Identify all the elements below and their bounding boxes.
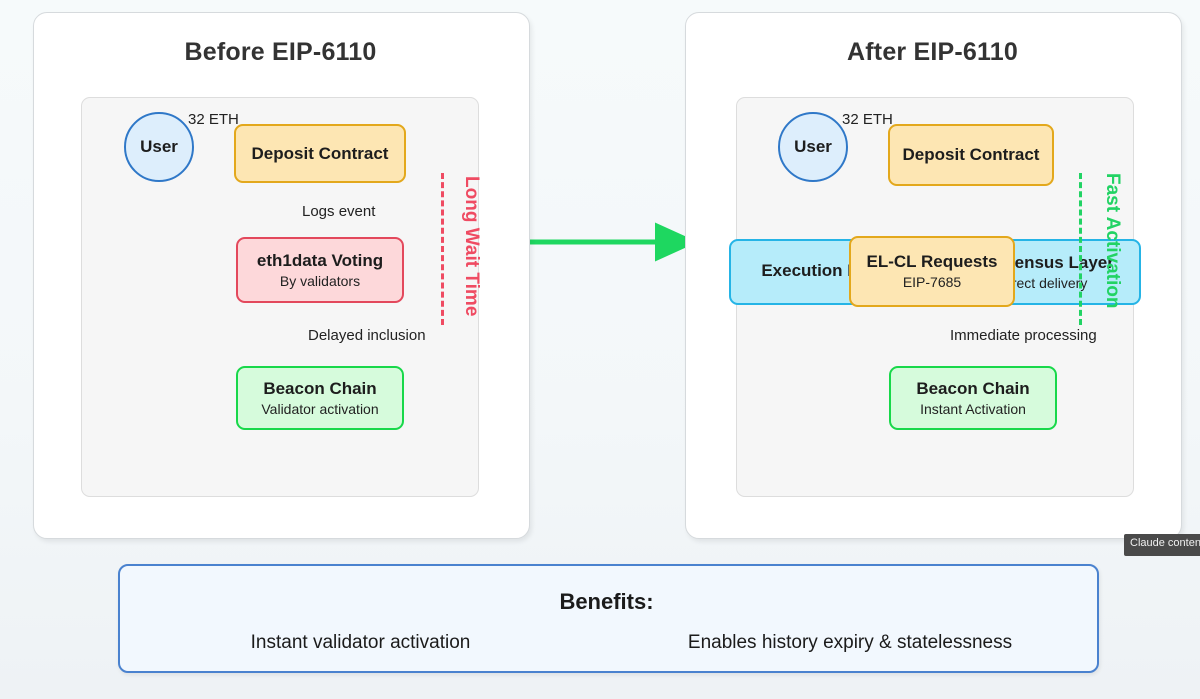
edge-label-logs-event: Logs event [302, 203, 376, 220]
edge-label-delayed-inclusion: Delayed inclusion [308, 327, 426, 344]
panel-before-title: Before EIP-6110 [184, 38, 377, 66]
deposit-contract-right-title: Deposit Contract [902, 145, 1040, 165]
consensus-layer-subtitle: Direct delivery [998, 274, 1088, 291]
benefits-title: Benefits: [559, 589, 654, 614]
el-cl-requests-title: EL-CL Requests [866, 252, 998, 272]
beacon-chain-right-title: Beacon Chain [916, 378, 1030, 398]
beacon-chain-left-subtitle: Validator activation [261, 400, 379, 417]
long-wait-time-annotation: Long Wait Time [461, 176, 482, 317]
fast-activation-annotation: Fast Activation [1102, 173, 1123, 309]
deposit-contract-node-left[interactable]: Deposit Contract [234, 124, 406, 183]
user-node-right-label: User [794, 137, 832, 156]
beacon-chain-left-title: Beacon Chain [263, 378, 377, 398]
benefits-box [118, 564, 1099, 673]
deposit-amount-label-right: 32 ETH [842, 111, 893, 128]
el-cl-requests-node[interactable]: EL-CL Requests EIP-7685 [849, 236, 1015, 307]
panel-after-title: After EIP-6110 [847, 38, 1018, 66]
el-cl-requests-subtitle: EIP-7685 [902, 274, 962, 291]
user-node-left-label: User [140, 137, 178, 156]
user-node-right[interactable]: User [778, 112, 848, 182]
deposit-amount-label-left: 32 ETH [188, 111, 239, 128]
deposit-contract-left-title: Deposit Contract [251, 143, 389, 163]
eth1data-voting-node[interactable]: eth1data Voting By validators [236, 237, 404, 303]
benefit-item-2: Enables history expiry & statelessness [687, 632, 1013, 653]
deposit-contract-node-right[interactable]: Deposit Contract [888, 124, 1054, 186]
claude-content-tooltip: Claude conten [1124, 534, 1200, 556]
benefit-item-1: Instant validator activation [250, 632, 471, 653]
beacon-chain-right-subtitle: Instant Activation [920, 400, 1026, 417]
edge-label-immediate-processing: Immediate processing [950, 327, 1097, 344]
user-node-left[interactable]: User [124, 112, 194, 182]
beacon-chain-node-left[interactable]: Beacon Chain Validator activation [236, 366, 404, 430]
long-wait-divider [441, 173, 444, 325]
eth1data-voting-title: eth1data Voting [256, 250, 384, 270]
eth1data-voting-subtitle: By validators [279, 272, 361, 289]
beacon-chain-node-right[interactable]: Beacon Chain Instant Activation [889, 366, 1057, 430]
fast-activation-divider [1079, 173, 1082, 325]
